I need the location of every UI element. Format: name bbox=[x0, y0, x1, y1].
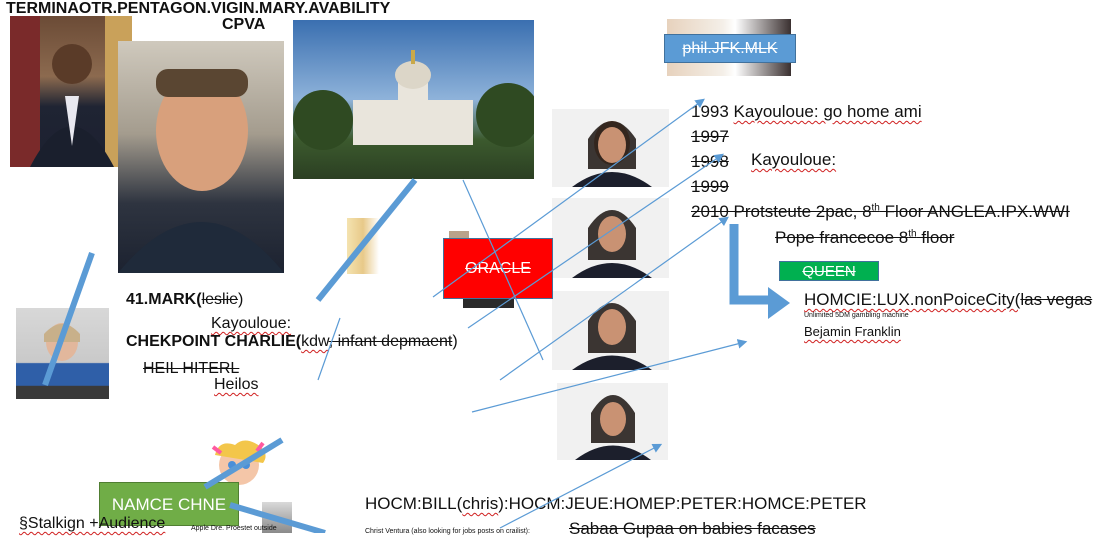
person-silhouette-icon bbox=[572, 121, 652, 187]
kayouloue-label-1: Kayouloue: bbox=[211, 315, 292, 332]
timeline-1997: 1997 bbox=[691, 127, 729, 146]
namce-badge-label: NAMCE CHNE bbox=[111, 494, 227, 514]
timeline-2010: 2010 Protsteute 2pac, 8th Floor ANGLEA.I… bbox=[691, 203, 1070, 220]
apple-small: Apple Dre. Proestet outside bbox=[191, 525, 277, 532]
elbow-arrow bbox=[729, 224, 770, 305]
person-silhouette-icon bbox=[10, 16, 132, 167]
queen-badge: QUEEN bbox=[779, 261, 879, 281]
stalking-label: §Stalkign +Audience bbox=[19, 515, 166, 532]
merkel-photo bbox=[16, 308, 109, 399]
mark-leslie: leslie bbox=[201, 291, 239, 308]
oracle-badge-label: ORACLE bbox=[465, 259, 531, 277]
doll-icon bbox=[211, 440, 266, 485]
officer-photo bbox=[118, 41, 284, 273]
year-2010-rest: Floor ANGLEA.IPX.WWI bbox=[879, 202, 1070, 221]
franklin-label: Bejamin Franklin bbox=[804, 324, 901, 339]
pope-sup: th bbox=[908, 228, 917, 240]
checkpoint-main: CHEKPOINT CHARLIE( bbox=[126, 333, 302, 350]
person-silhouette-icon bbox=[572, 303, 652, 370]
hocm-chris: chris bbox=[462, 494, 499, 513]
timeline-1999: 1999 bbox=[691, 177, 729, 196]
checkpoint-close: ) bbox=[452, 333, 458, 350]
year-1993: 1993 bbox=[691, 102, 734, 121]
elbow-arrowhead-icon bbox=[768, 287, 790, 319]
woman-photo-3 bbox=[552, 291, 669, 370]
mark-suffix: ) bbox=[238, 291, 244, 308]
person-silhouette-icon bbox=[44, 323, 80, 361]
person-silhouette-icon bbox=[118, 69, 284, 273]
year-1993-text: Kayouloue: go home ami bbox=[733, 102, 922, 121]
woman-photo-1 bbox=[552, 109, 669, 187]
baby-doll-photo bbox=[205, 433, 273, 489]
timeline-1993: 1993 Kayouloue: go home ami bbox=[691, 103, 922, 120]
mark-line: 41.MARK(leslie) bbox=[126, 292, 243, 308]
year-2010: 2010 Protsteute 2pac, 8 bbox=[691, 202, 872, 221]
person-silhouette-icon bbox=[575, 395, 651, 460]
queen-badge-label: QUEEN bbox=[802, 262, 856, 280]
capitol-photo bbox=[293, 20, 534, 179]
kayouloue-label-2: Kayouloue: bbox=[751, 150, 837, 169]
oracle-badge: ORACLE bbox=[443, 238, 553, 299]
pope-rest: floor bbox=[916, 228, 955, 247]
heilos-label: Heilos bbox=[214, 376, 259, 393]
building-icon bbox=[293, 50, 534, 150]
hocm-b: ):HOCM:JEUE:HOMEP:PETER:HOMCE:PETER bbox=[498, 494, 867, 513]
blonde-photo bbox=[347, 218, 379, 274]
homcie-small: Unlimited 5DM gambling machine bbox=[804, 312, 909, 319]
woman-photo-2 bbox=[552, 198, 669, 278]
obama-photo bbox=[10, 16, 132, 167]
hocm-a: HOCM:BILL( bbox=[365, 494, 463, 513]
checkpoint-line: CHEKPOINT CHARLIE(kdw, infant depmaent) bbox=[126, 334, 458, 350]
homcie-main: HOMCIE:LUX.nonPoiceCity( bbox=[804, 290, 1021, 309]
year-2010-sup: th bbox=[871, 202, 880, 214]
heil-label: HEIL HITERL bbox=[143, 360, 240, 377]
phil-badge-label: phil.JFK.MLK bbox=[682, 39, 778, 57]
checkpoint-kdw: kdw bbox=[301, 333, 329, 350]
top-title: TERMINAOTR.PENTAGON.VIGIN.MARY.AVABILITY bbox=[6, 0, 391, 17]
pope-text: Pope francecoe 8 bbox=[775, 228, 909, 247]
person-silhouette-icon bbox=[572, 210, 652, 278]
bottom-partial: Sabaa Gupaa on babies facases bbox=[569, 519, 816, 538]
christ-small: Christ Ventura (also looking for jobs po… bbox=[365, 528, 530, 535]
homcie-strike: las vegas bbox=[1020, 290, 1093, 309]
pope-line: Pope francecoe 8th floor bbox=[775, 229, 954, 246]
timeline-1998: 1998 bbox=[691, 152, 729, 171]
homcie-line: HOMCIE:LUX.nonPoiceCity(las vegas bbox=[804, 291, 1092, 308]
woman-photo-4 bbox=[557, 383, 668, 460]
mark-prefix: 41.MARK( bbox=[126, 291, 202, 308]
cpva-label: CPVA bbox=[222, 16, 266, 33]
checkpoint-rest: , infant depmaent bbox=[328, 333, 453, 350]
hocm-line: HOCM:BILL(chris):HOCM:JEUE:HOMEP:PETER:H… bbox=[365, 495, 867, 512]
phil-jfk-mlk-badge: phil.JFK.MLK bbox=[664, 34, 796, 63]
